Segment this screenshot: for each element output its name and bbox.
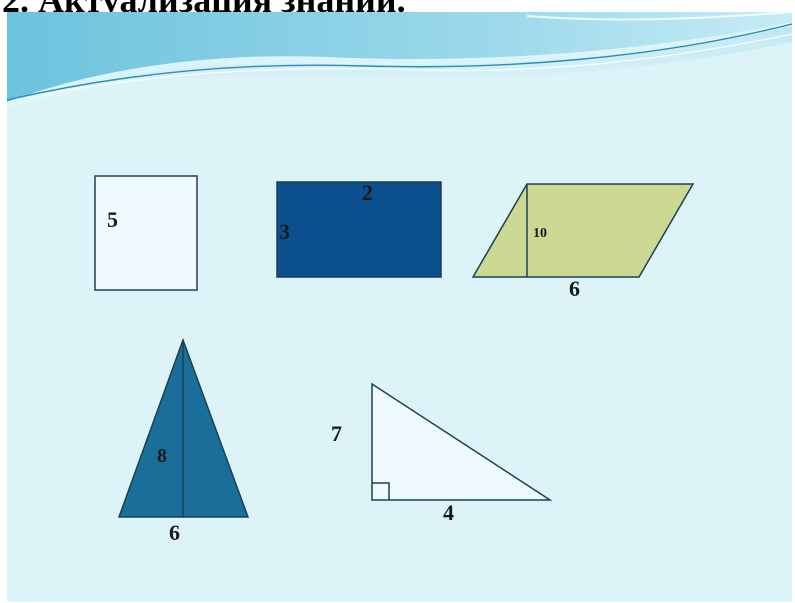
square-side-label: 5 <box>107 207 118 232</box>
rectangle-width-label: 2 <box>362 180 373 205</box>
right-triangle-horizontal-label: 4 <box>443 500 454 525</box>
wave-banner <box>7 12 792 107</box>
right-angle-marker <box>372 482 390 500</box>
rectangle-height-label: 3 <box>279 219 290 244</box>
rectangle-shape <box>276 181 442 278</box>
right-triangle-shape <box>371 382 553 501</box>
slide: 5 2 3 10 6 8 6 7 4 <box>7 12 792 602</box>
square-shape <box>94 175 198 291</box>
parallelogram-base-label: 6 <box>569 276 580 301</box>
parallelogram-height-label: 10 <box>533 226 547 241</box>
triangle-height-label: 8 <box>157 445 167 467</box>
triangle-base-label: 6 <box>169 520 180 545</box>
right-triangle-vertical-label: 7 <box>331 421 342 446</box>
parallelogram-shape <box>471 183 695 278</box>
